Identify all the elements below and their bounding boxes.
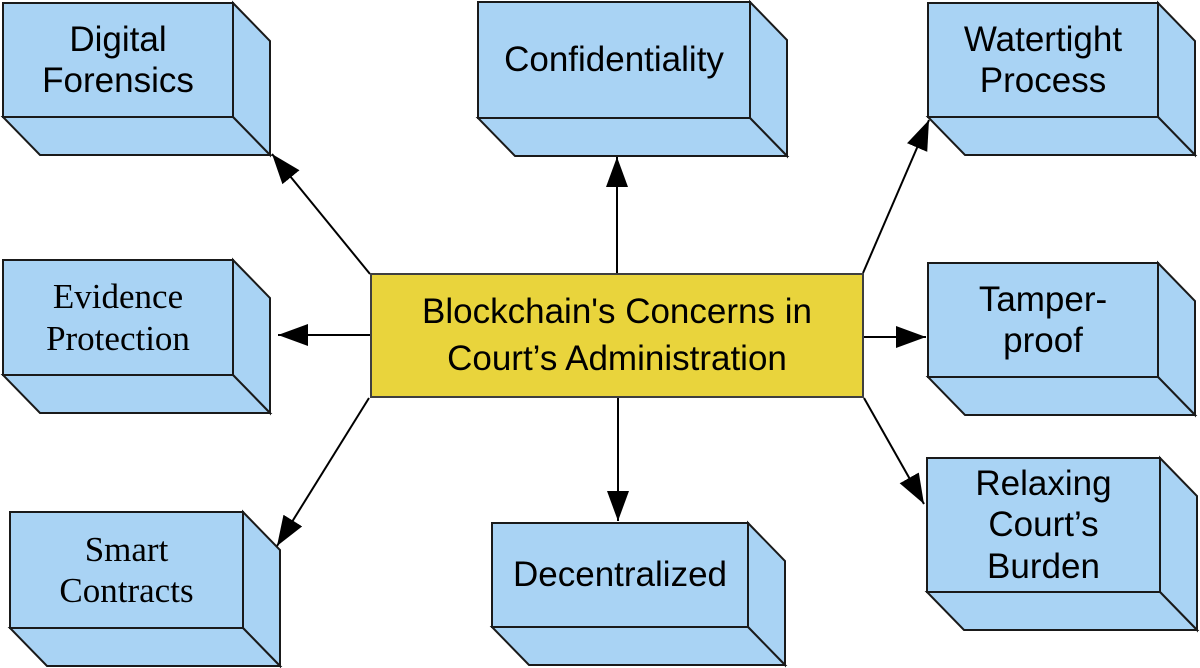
box-shape bbox=[925, 260, 1198, 418]
node-tamper-proof: Tamper- proof bbox=[925, 260, 1198, 418]
node-confidentiality: Confidentiality bbox=[475, 0, 790, 159]
arrow-to-watertight-process bbox=[862, 119, 930, 274]
box-shape bbox=[925, 0, 1198, 158]
node-evidence-protection-label: Evidence Protection bbox=[46, 277, 190, 358]
node-center-blockchain-concerns: Blockchain's Concerns in Court’s Adminis… bbox=[370, 273, 864, 398]
node-relaxing-courts-burden-label: Relaxing Court’s Burden bbox=[975, 464, 1112, 586]
node-tamper-proof-label: Tamper- proof bbox=[978, 279, 1108, 360]
node-watertight-process: Watertight Process bbox=[925, 0, 1198, 158]
box-shape bbox=[489, 520, 788, 668]
arrow-to-relaxing-courts-burden bbox=[863, 397, 925, 505]
arrow-to-digital-forensics bbox=[271, 153, 371, 275]
box-shape bbox=[7, 509, 283, 668]
box-shape bbox=[0, 0, 273, 158]
box-shape bbox=[0, 257, 273, 416]
box-shape bbox=[475, 0, 790, 159]
node-evidence-protection: Evidence Protection bbox=[0, 257, 273, 416]
node-decentralized-label: Decentralized bbox=[513, 555, 727, 595]
arrow-to-smart-contracts bbox=[276, 397, 370, 547]
node-digital-forensics: Digital Forensics bbox=[0, 0, 273, 158]
box-shape bbox=[924, 455, 1200, 633]
node-decentralized: Decentralized bbox=[489, 520, 788, 668]
node-watertight-process-label: Watertight Process bbox=[963, 19, 1123, 100]
node-confidentiality-label: Confidentiality bbox=[504, 40, 724, 80]
node-smart-contracts: Smart Contracts bbox=[7, 509, 283, 668]
node-relaxing-courts-burden: Relaxing Court’s Burden bbox=[924, 455, 1200, 633]
node-smart-contracts-label: Smart Contracts bbox=[59, 529, 194, 610]
node-digital-forensics-label: Digital Forensics bbox=[42, 19, 194, 100]
